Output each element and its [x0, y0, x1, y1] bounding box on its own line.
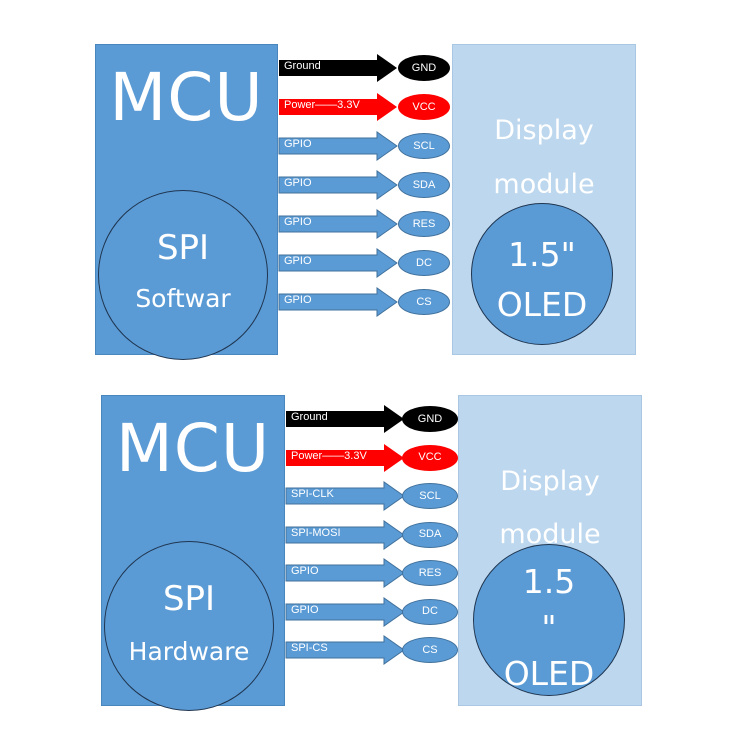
oled-size-label: 1.5	[522, 562, 576, 601]
pin-scl: SCL	[398, 133, 450, 159]
signal-arrow	[285, 596, 405, 627]
pin-sda: SDA	[398, 172, 450, 198]
mcu-title: MCU	[109, 59, 264, 136]
display-module-block: Display module 1.5" OLED	[452, 44, 636, 355]
signal-arrow	[285, 519, 405, 550]
signal-arrow	[279, 93, 397, 121]
pin-vcc: VCC	[402, 444, 458, 471]
mcu-block: MCU SPI Softwar	[95, 44, 278, 360]
signal-arrow	[278, 170, 398, 200]
signal-label: GPIO	[284, 138, 312, 150]
signal-row-cs: GPIO CS	[278, 287, 450, 317]
signal-label: Power——3.3V	[291, 449, 367, 462]
display-module-block: Display module 1.5 " OLED	[458, 395, 642, 706]
signal-row-res: GPIO RES	[285, 558, 458, 588]
diagram-spi-hardware: MCU SPI Hardware Display module 1.5 " OL…	[0, 375, 750, 750]
signal-label: Ground	[291, 411, 328, 423]
signal-row-sda: SPI-MOSI SDA	[285, 519, 458, 550]
signal-arrow	[278, 209, 398, 239]
pin-res: RES	[402, 560, 458, 586]
pin-sda: SDA	[402, 521, 458, 548]
spi-label: SPI	[156, 228, 210, 268]
signal-arrow	[279, 54, 397, 82]
oled-type-label: OLED	[503, 654, 595, 693]
pin-dc: DC	[402, 598, 458, 625]
pin-gnd: GND	[398, 55, 450, 81]
spi-circle: SPI Softwar	[98, 190, 268, 360]
pin-res: RES	[398, 211, 450, 237]
display-label-line1: Display	[500, 466, 600, 497]
spi-mode-label: Softwar	[135, 284, 231, 313]
signal-arrow	[285, 481, 405, 511]
pin-gnd: GND	[402, 406, 458, 432]
signal-arrow	[285, 558, 405, 588]
display-label-line1: Display	[494, 115, 594, 146]
signal-row-dc: GPIO DC	[285, 596, 458, 627]
signal-row-gnd: Ground GND	[279, 53, 450, 83]
pin-scl: SCL	[402, 483, 458, 509]
signal-row-dc: GPIO DC	[278, 248, 450, 278]
signal-label: SPI-CLK	[291, 488, 334, 500]
signal-label: GPIO	[284, 216, 312, 228]
signal-label: GPIO	[291, 603, 319, 616]
oled-size-label: 1.5"	[508, 235, 576, 274]
oled-circle: 1.5" OLED	[471, 203, 613, 345]
oled-circle: 1.5 " OLED	[473, 544, 625, 696]
signal-row-cs: SPI-CS CS	[285, 635, 458, 665]
mcu-title: MCU	[115, 410, 271, 487]
oled-type-label: OLED	[496, 285, 588, 324]
signal-row-gnd: Ground GND	[286, 404, 458, 434]
signal-label: GPIO	[284, 294, 312, 306]
signal-label: Power——3.3V	[284, 99, 360, 111]
signal-arrow	[278, 131, 398, 161]
spi-circle: SPI Hardware	[104, 541, 274, 711]
signal-label: GPIO	[284, 177, 312, 189]
oled-quote-label: "	[541, 608, 557, 647]
signal-row-scl: SPI-CLK SCL	[285, 481, 458, 511]
signal-arrow	[286, 443, 404, 472]
signal-label: Ground	[284, 60, 321, 72]
signal-row-sda: GPIO SDA	[278, 170, 450, 200]
mcu-block: MCU SPI Hardware	[101, 395, 285, 711]
signal-label: SPI-CS	[291, 642, 328, 654]
pin-vcc: VCC	[398, 94, 450, 120]
pin-cs: CS	[402, 637, 458, 663]
diagram-spi-software: MCU SPI Softwar Display module 1.5" OLED…	[95, 44, 636, 360]
signal-label: GPIO	[291, 565, 319, 577]
signal-arrow	[278, 287, 398, 317]
signal-arrow	[278, 248, 398, 278]
pin-cs: CS	[398, 289, 450, 315]
display-label-line2: module	[493, 169, 595, 200]
signal-label: GPIO	[284, 255, 312, 267]
signal-arrow	[286, 405, 404, 433]
spi-label: SPI	[162, 579, 216, 619]
signal-row-res: GPIO RES	[278, 209, 450, 239]
signal-row-vcc: Power——3.3V VCC	[279, 92, 450, 122]
spi-mode-label: Hardware	[128, 637, 250, 666]
display-label-line2: module	[499, 519, 601, 550]
signal-row-scl: GPIO SCL	[278, 131, 450, 161]
signal-arrow	[285, 635, 405, 665]
signal-row-vcc: Power——3.3V VCC	[286, 443, 458, 473]
signal-label: SPI-MOSI	[291, 526, 341, 539]
pin-dc: DC	[398, 250, 450, 276]
